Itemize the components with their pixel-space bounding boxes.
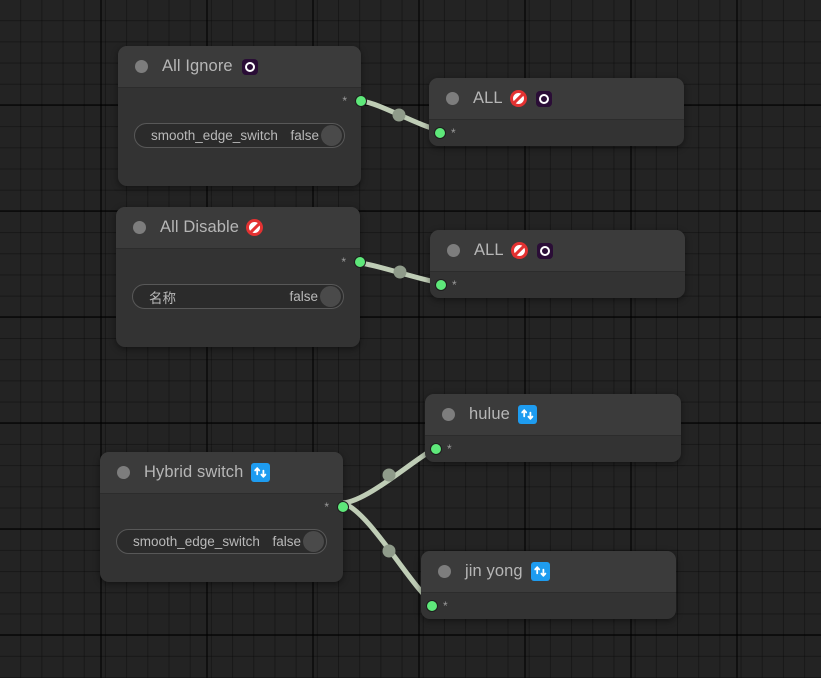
node-title: ALL [474, 241, 504, 259]
collapse-dot-icon[interactable] [447, 244, 460, 257]
port-label: * [451, 126, 456, 140]
output-port-row[interactable]: * [116, 249, 366, 275]
node-body: * [421, 593, 676, 619]
edge-midpoint-dot[interactable] [382, 544, 396, 558]
output-port-dot[interactable] [355, 95, 367, 107]
widget-name-toggle[interactable]: 名称 false [132, 284, 344, 309]
node-jin-yong[interactable]: jin yong * [421, 551, 676, 619]
node-header[interactable]: ALL [429, 78, 684, 120]
port-label: * [452, 278, 457, 292]
node-all-top[interactable]: ALL * [429, 78, 684, 146]
cycle-icon [251, 463, 271, 482]
widget-label: 名称 [149, 290, 176, 306]
node-body: * smooth_edge_switch false [118, 88, 367, 148]
node-all-bottom[interactable]: ALL * [430, 230, 685, 298]
toggle-knob[interactable] [303, 531, 324, 552]
collapse-dot-icon[interactable] [117, 466, 130, 479]
edge-midpoint-dot[interactable] [393, 265, 407, 279]
node-title: jin yong [465, 562, 523, 580]
edge-all-ignore-to-all [358, 98, 442, 133]
node-all-disable[interactable]: All Disable * 名称 false [116, 207, 366, 347]
node-hulue[interactable]: hulue * [425, 394, 681, 462]
collapse-dot-icon[interactable] [442, 408, 455, 421]
port-label: * [341, 255, 346, 269]
edge-hybrid-to-hulue [340, 444, 440, 506]
input-port-row[interactable]: * [425, 436, 681, 462]
node-body: * [425, 436, 681, 462]
prohibited-icon [509, 90, 527, 107]
prohibited-icon [510, 242, 528, 259]
edge-all-disable-to-all [357, 260, 444, 286]
input-port-row[interactable]: * [429, 120, 684, 146]
node-title: All Ignore [162, 57, 233, 75]
node-all-ignore[interactable]: All Ignore * smooth_edge_switch false [118, 46, 367, 186]
widget-label: smooth_edge_switch [151, 128, 278, 143]
node-header[interactable]: All Disable [116, 207, 360, 249]
node-body: * [429, 120, 684, 146]
port-label: * [324, 500, 329, 514]
output-port-dot[interactable] [354, 256, 366, 268]
cycle-icon [530, 562, 550, 581]
input-port-dot[interactable] [435, 279, 447, 291]
input-port-row[interactable]: * [430, 272, 685, 298]
port-label: * [342, 94, 347, 108]
node-header[interactable]: All Ignore [118, 46, 361, 88]
node-header[interactable]: Hybrid switch [100, 452, 343, 494]
cycle-icon [517, 405, 537, 424]
collapse-dot-icon[interactable] [446, 92, 459, 105]
node-title: All Disable [160, 218, 240, 236]
edge-midpoint-dot[interactable] [392, 108, 406, 122]
output-port-row[interactable]: * [118, 88, 367, 114]
node-header[interactable]: jin yong [421, 551, 676, 593]
node-hybrid-switch[interactable]: Hybrid switch * smooth_edge_switch false [100, 452, 349, 582]
input-port-dot[interactable] [434, 127, 446, 139]
edge-hybrid-to-jinyong [340, 500, 436, 606]
node-title: hulue [469, 405, 510, 423]
node-body: * smooth_edge_switch false [100, 494, 349, 554]
input-port-dot[interactable] [426, 600, 438, 612]
node-header[interactable]: ALL [430, 230, 685, 272]
toggle-knob[interactable] [320, 286, 341, 307]
collapse-dot-icon[interactable] [438, 565, 451, 578]
widget-value: false [290, 128, 319, 143]
widget-label: smooth_edge_switch [133, 534, 260, 549]
port-label: * [447, 442, 452, 456]
widget-smooth-edge-switch[interactable]: smooth_edge_switch false [134, 123, 345, 148]
input-port-dot[interactable] [430, 443, 442, 455]
edge-midpoint-dot[interactable] [382, 468, 396, 482]
port-label: * [443, 599, 448, 613]
widget-value: false [272, 534, 301, 549]
output-port-dot[interactable] [337, 501, 349, 513]
node-title: Hybrid switch [144, 463, 244, 481]
record-icon [536, 242, 553, 259]
collapse-dot-icon[interactable] [135, 60, 148, 73]
widget-smooth-edge-switch[interactable]: smooth_edge_switch false [116, 529, 327, 554]
output-port-row[interactable]: * [100, 494, 349, 520]
node-body: * 名称 false [116, 249, 366, 309]
collapse-dot-icon[interactable] [133, 221, 146, 234]
node-title: ALL [473, 89, 503, 107]
node-header[interactable]: hulue [425, 394, 681, 436]
toggle-knob[interactable] [321, 125, 342, 146]
record-icon [535, 90, 552, 107]
prohibited-icon [246, 219, 264, 236]
node-body: * [430, 272, 685, 298]
input-port-row[interactable]: * [421, 593, 676, 619]
record-icon [241, 58, 258, 75]
widget-value: false [289, 289, 318, 304]
